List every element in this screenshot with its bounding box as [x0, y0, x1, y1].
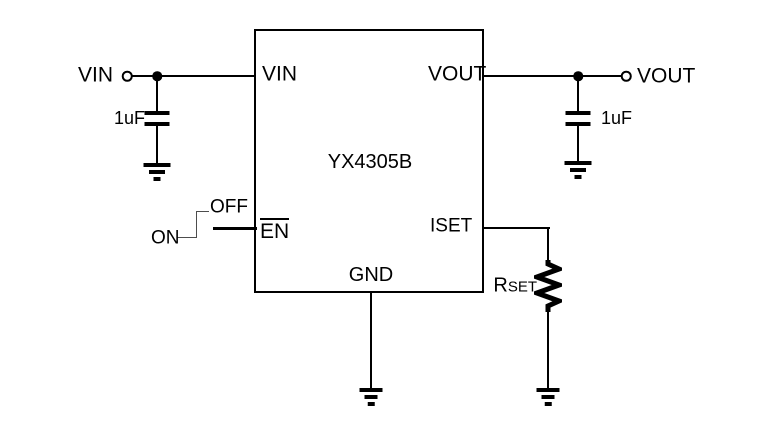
wire-en — [213, 227, 257, 230]
enable-switch-trace-riser — [195, 210, 198, 239]
ground-symbol-left-bar1 — [143, 162, 171, 167]
ground-symbol-rset-bar3 — [544, 401, 552, 406]
wire-cin-upper — [155, 76, 159, 112]
ground-symbol-right-bar1 — [564, 160, 592, 165]
vout-terminal-label: VOUT — [637, 64, 696, 88]
ground-symbol-gnd-bar3 — [367, 401, 375, 406]
pin-label-gnd: GND — [348, 264, 394, 286]
wire-iset — [483, 226, 550, 230]
ground-symbol-gnd-bar1 — [359, 387, 383, 392]
wire-cout-upper — [576, 76, 580, 112]
ic-part-number: YX4305B — [327, 151, 413, 173]
rset-label: RSET — [493, 275, 537, 296]
output-cap-label: 1uF — [601, 108, 633, 128]
output-capacitor-plate-bottom — [565, 121, 591, 126]
wire-vin — [131, 74, 255, 78]
vout-terminal — [620, 70, 632, 82]
ground-symbol-left-bar2 — [149, 169, 165, 174]
rset-label-subscript: SET — [507, 278, 537, 296]
on-label: ON — [151, 227, 180, 249]
rset-resistor — [534, 260, 562, 312]
enable-switch-trace-off — [195, 210, 210, 212]
enable-switch-trace-on — [177, 236, 197, 239]
rset-label-name: R — [493, 274, 508, 297]
wire-cout-lower — [576, 126, 580, 162]
ground-symbol-right-bar3 — [574, 174, 582, 179]
ground-symbol-rset-bar1 — [536, 387, 560, 392]
ic-body — [254, 29, 484, 293]
wire-gnd — [369, 292, 373, 390]
input-capacitor-plate-top — [144, 110, 170, 115]
wire-rset-lower — [546, 309, 550, 390]
pin-label-vin: VIN — [262, 62, 298, 86]
input-capacitor-plate-bottom — [144, 121, 170, 126]
pin-label-vout: VOUT — [428, 62, 487, 86]
pin-label-en: EN — [260, 218, 290, 243]
ground-symbol-gnd-bar2 — [364, 394, 378, 399]
pin-label-iset: ISET — [430, 215, 473, 237]
input-cap-label: 1uF — [114, 108, 146, 128]
wire-cin-lower — [155, 126, 159, 164]
wire-rset-upper — [546, 228, 550, 262]
vin-terminal — [121, 70, 133, 82]
pin-label-en-text: EN — [260, 218, 290, 243]
output-capacitor-plate-top — [565, 110, 591, 115]
vin-terminal-label: VIN — [78, 63, 114, 87]
ground-symbol-right-bar2 — [570, 167, 586, 172]
ground-symbol-left-bar3 — [153, 176, 161, 181]
wire-vout — [483, 74, 622, 78]
ground-symbol-rset-bar2 — [541, 394, 555, 399]
off-label: OFF — [210, 196, 248, 218]
